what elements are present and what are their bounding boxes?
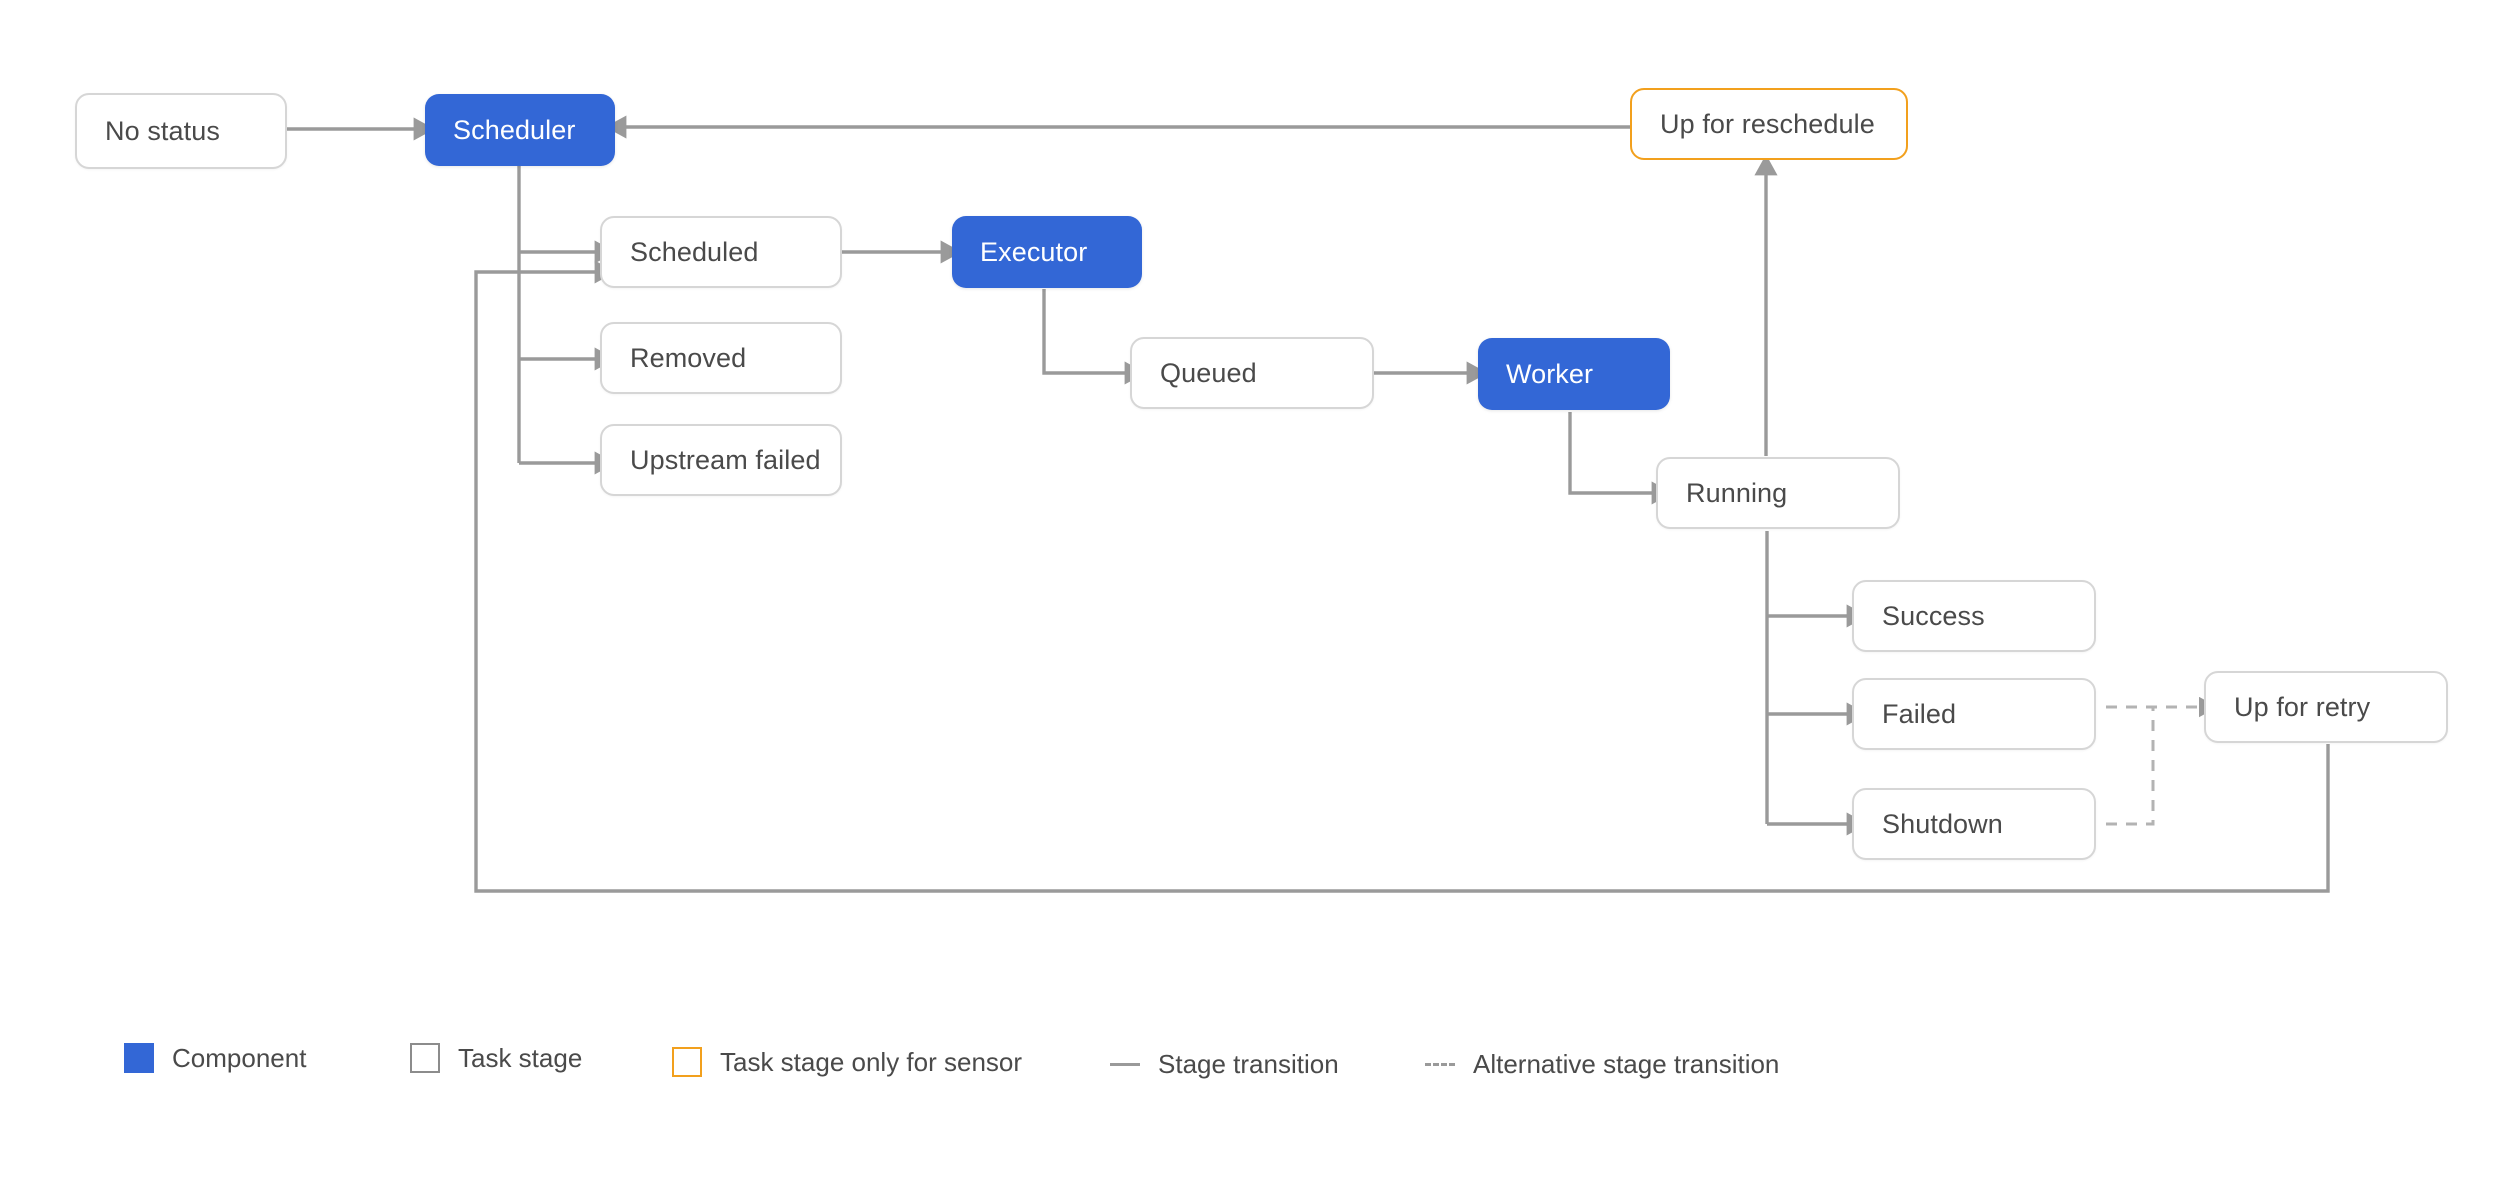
node-label: Removed [630, 342, 747, 373]
edge-up-for-retry-to-scheduled [474, 260, 2330, 893]
task-stage-swatch-icon [410, 1043, 440, 1073]
node-label: Failed [1882, 698, 1957, 729]
component-swatch-icon [124, 1043, 154, 1073]
node-label: Up for retry [2234, 691, 2371, 722]
node-label: Worker [1506, 358, 1594, 389]
node-label: Scheduler [453, 114, 576, 145]
legend-label: Alternative stage transition [1473, 1048, 1780, 1079]
node-success[interactable]: Success [1852, 580, 2096, 652]
node-label: Upstream failed [630, 444, 821, 475]
solid-line-icon [1110, 1062, 1140, 1066]
node-executor[interactable]: Executor [952, 216, 1142, 288]
legend-label: Stage transition [1158, 1048, 1339, 1079]
node-label: Shutdown [1882, 808, 2003, 839]
legend-item-task-stage: Task stage [410, 1038, 582, 1078]
node-label: Success [1882, 600, 1985, 631]
edge-worker-to-running [1568, 412, 1673, 505]
node-up-for-reschedule[interactable]: Up for reschedule [1630, 88, 1908, 160]
node-scheduler[interactable]: Scheduler [425, 94, 615, 166]
node-label: Scheduled [630, 236, 759, 267]
node-label: No status [105, 115, 220, 146]
dashed-line-icon [1425, 1062, 1455, 1066]
node-scheduled[interactable]: Scheduled [600, 216, 842, 288]
legend: Component Task stage Task stage only for… [0, 1020, 2510, 1130]
node-label: Queued [1160, 357, 1257, 388]
node-queued[interactable]: Queued [1130, 337, 1374, 409]
legend-label: Component [172, 1042, 307, 1073]
node-upstream-failed[interactable]: Upstream failed [600, 424, 842, 496]
edge-executor-to-queued [1042, 289, 1146, 385]
node-running[interactable]: Running [1656, 457, 1900, 529]
node-label: Up for reschedule [1660, 108, 1875, 139]
node-shutdown[interactable]: Shutdown [1852, 788, 2096, 860]
node-failed[interactable]: Failed [1852, 678, 2096, 750]
sensor-stage-swatch-icon [672, 1047, 702, 1077]
node-no-status[interactable]: No status [75, 93, 287, 169]
node-removed[interactable]: Removed [600, 322, 842, 394]
legend-item-alternative-transition: Alternative stage transition [1425, 1044, 1779, 1084]
legend-item-stage-transition: Stage transition [1110, 1044, 1339, 1084]
edge-shutdown-to-up-for-retry [2106, 707, 2155, 826]
node-worker[interactable]: Worker [1478, 338, 1670, 410]
legend-label: Task stage only for sensor [720, 1046, 1023, 1077]
node-label: Executor [980, 236, 1088, 267]
legend-item-sensor-stage: Task stage only for sensor [672, 1042, 1022, 1082]
node-label: Running [1686, 477, 1788, 508]
legend-item-component: Component [124, 1038, 306, 1078]
node-up-for-retry[interactable]: Up for retry [2204, 671, 2448, 743]
legend-label: Task stage [458, 1042, 583, 1073]
